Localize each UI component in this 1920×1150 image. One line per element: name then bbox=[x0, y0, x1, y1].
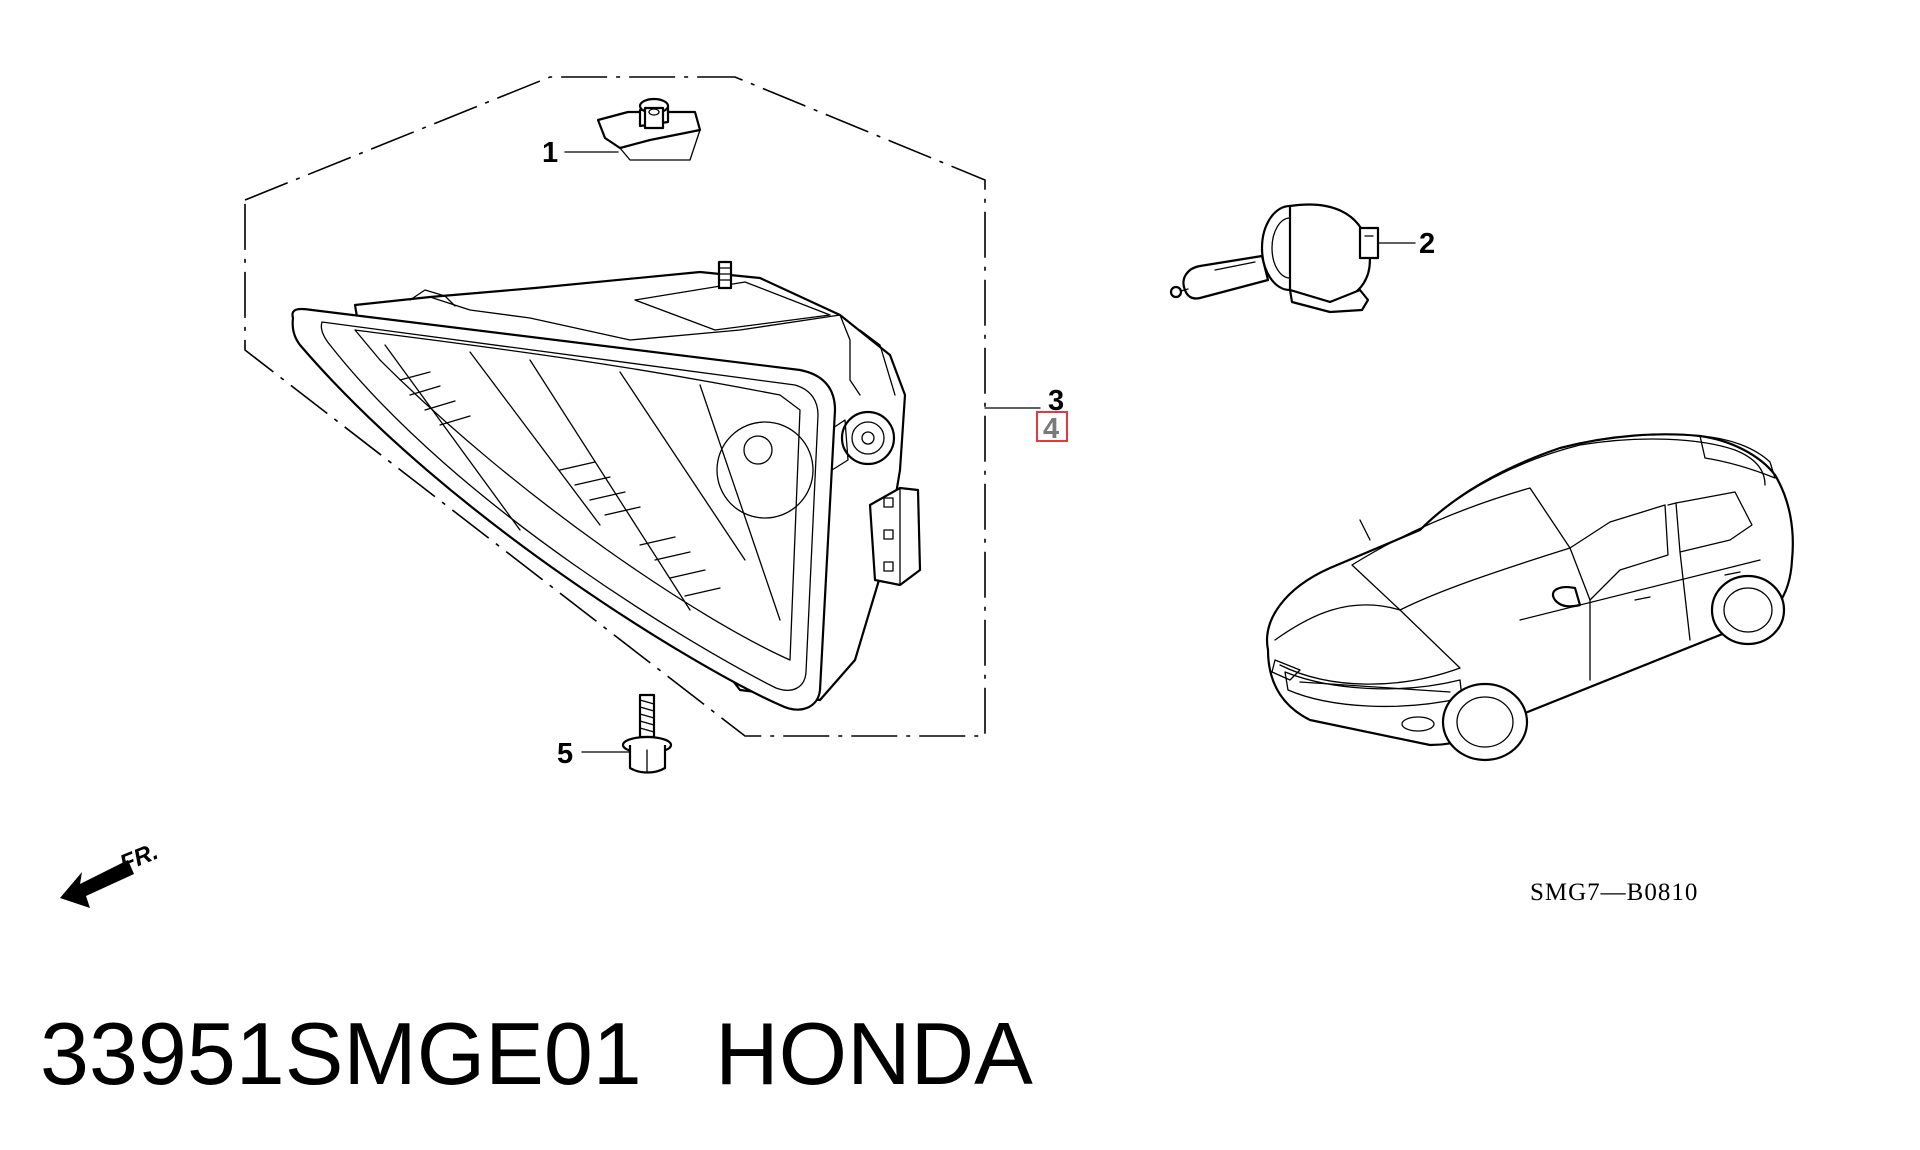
callout-5: 5 bbox=[557, 738, 573, 770]
clip-nut-part bbox=[596, 97, 702, 161]
front-direction-label: FR. bbox=[116, 838, 162, 878]
callout-4-highlight-box bbox=[1036, 411, 1068, 442]
flange-bolt-part bbox=[621, 693, 673, 774]
diagram-code: SMG7—B0810 bbox=[1530, 879, 1698, 906]
callout-1: 1 bbox=[542, 137, 558, 169]
part-number-caption: 33951SMGE01 HONDA bbox=[40, 1004, 1033, 1103]
callout-4: 4 bbox=[1043, 413, 1059, 445]
callout-2: 2 bbox=[1419, 228, 1435, 260]
assembly-boundary bbox=[244, 76, 986, 737]
vehicle-locator bbox=[1265, 433, 1794, 762]
fog-light-assembly bbox=[291, 260, 922, 711]
callout-3: 3 bbox=[1048, 385, 1064, 417]
front-direction-arrow bbox=[60, 860, 134, 908]
bulb-part bbox=[1169, 203, 1380, 314]
